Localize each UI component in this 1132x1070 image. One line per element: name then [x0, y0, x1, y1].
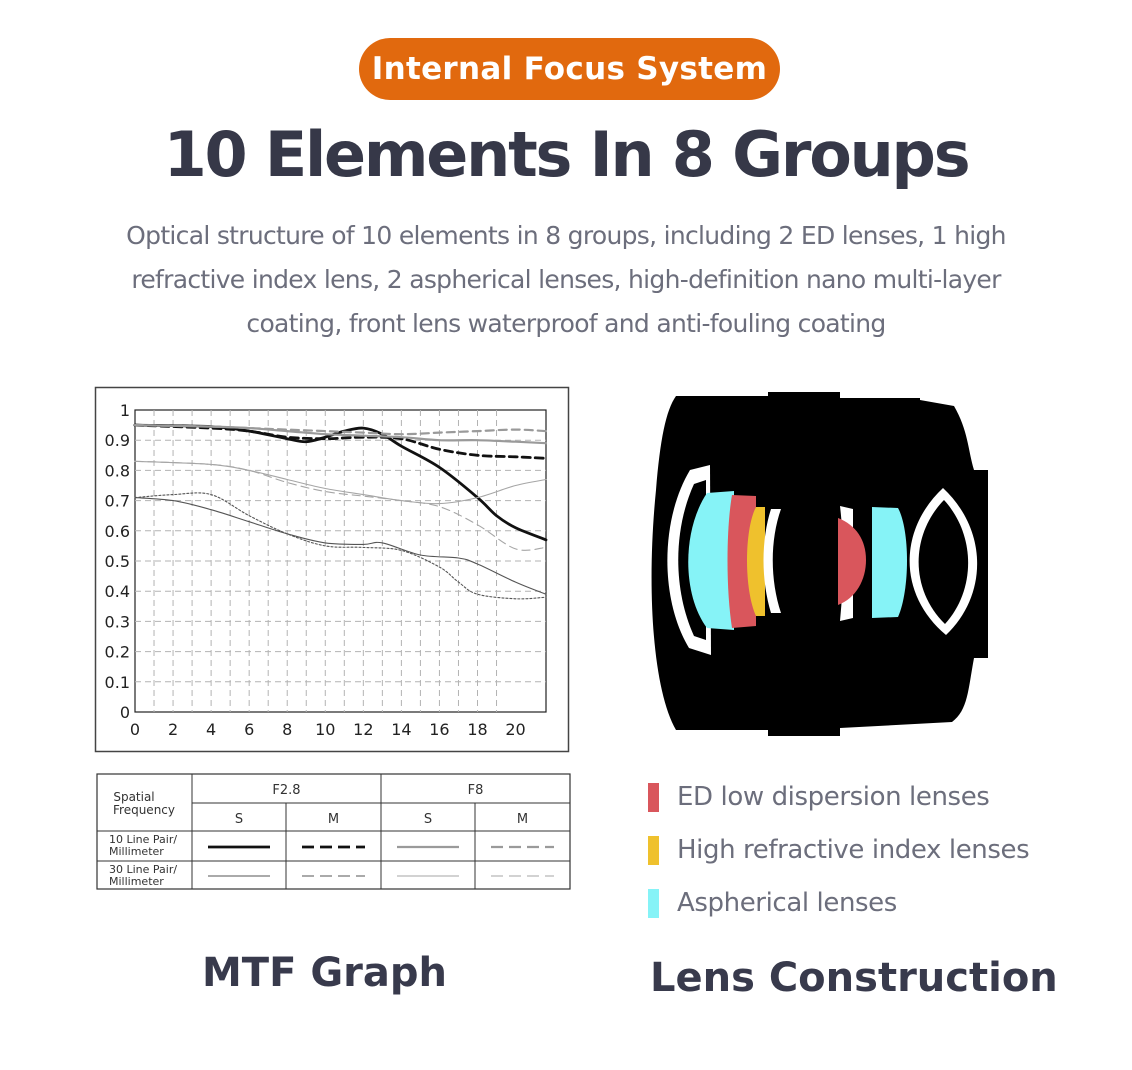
chart-frame: [94, 386, 570, 753]
y-tick-label: 0.5: [105, 552, 130, 571]
high-refractive-index-lens: [747, 507, 765, 616]
y-tick-label: 1: [120, 401, 130, 420]
y-tick-label: 0.2: [105, 643, 130, 662]
aperture-group-label: F2.8: [272, 783, 300, 798]
legend-swatch-high-refractive: [648, 835, 659, 865]
legend-swatch-aspherical: [648, 888, 659, 918]
x-tick-label: 14: [391, 720, 411, 739]
spatial-frequency-header: Frequency: [113, 803, 175, 817]
internal-focus-badge: Internal Focus System: [359, 38, 780, 100]
ed-lens-front: [727, 495, 756, 628]
series-line: [134, 497, 547, 595]
legend-item-high-refractive: High refractive index lenses: [648, 831, 1030, 869]
x-tick-label: 20: [505, 720, 525, 739]
series-line: [133, 423, 548, 460]
lens-legend: ED low dispersion lenses High refractive…: [648, 778, 1030, 937]
lens-construction-diagram: [651, 392, 988, 736]
y-tick-label: 0.8: [105, 461, 130, 480]
line-pair-row-label: 10 Line Pair/: [109, 833, 177, 846]
line-pair-row-label: Millimeter: [109, 875, 164, 888]
lens-caption: Lens Construction: [650, 955, 1058, 1001]
rear-group-thin-lens: [763, 509, 781, 613]
line-pair-row-label: 30 Line Pair/: [109, 863, 177, 876]
x-tick-label: 12: [353, 720, 373, 739]
series-line: [134, 460, 547, 505]
spatial-frequency-header: Spatial: [113, 790, 154, 804]
lens-barrel-silhouette: [651, 392, 988, 736]
legend-item-aspherical: Aspherical lenses: [648, 884, 1029, 922]
description: Optical structure of 10 elements in 8 gr…: [70, 214, 1062, 346]
series-line: [133, 424, 548, 445]
x-tick-label: 2: [168, 720, 178, 739]
line-pair-row-label: Millimeter: [109, 845, 164, 858]
legend-label-high-refractive: High refractive index lenses: [677, 835, 1030, 865]
description-line: Optical structure of 10 elements in 8 gr…: [126, 221, 1006, 250]
aspherical-lens-rear: [872, 507, 907, 618]
x-tick-label: 16: [429, 720, 449, 739]
series-line: [133, 424, 548, 436]
series-line: [134, 492, 547, 600]
description-line: coating, front lens waterproof and anti-…: [246, 309, 886, 338]
y-tick-label: 0.1: [105, 673, 130, 692]
mtf-caption: MTF Graph: [202, 950, 447, 996]
x-tick-label: 0: [130, 720, 140, 739]
aperture-group-label: F8: [468, 783, 484, 798]
x-tick-label: 18: [467, 720, 487, 739]
y-tick-label: 0.3: [105, 612, 130, 631]
ed-lens-rear: [838, 518, 866, 605]
rear-biconvex-lens-inner: [918, 500, 969, 624]
x-tick-label: 10: [315, 720, 335, 739]
y-tick-label: 0.7: [105, 492, 130, 511]
description-line: refractive index lens, 2 aspherical lens…: [131, 265, 1001, 294]
x-tick-label: 8: [282, 720, 292, 739]
y-tick-label: 0.9: [105, 431, 130, 450]
sagittal-meridional-label: S: [235, 812, 243, 827]
y-tick-label: 0.6: [105, 522, 130, 541]
sagittal-meridional-label: S: [424, 812, 432, 827]
x-tick-label: 4: [206, 720, 216, 739]
sagittal-meridional-label: M: [517, 812, 528, 827]
legend-label-ed: ED low dispersion lenses: [677, 782, 990, 812]
series-line: [134, 460, 547, 551]
aspherical-lens-front: [688, 491, 734, 630]
x-tick-label: 6: [244, 720, 254, 739]
y-tick-label: 0.4: [105, 582, 130, 601]
page-title: 10 Elements In 8 Groups: [163, 118, 971, 191]
legend-swatch-ed: [648, 782, 659, 812]
legend-label-aspherical: Aspherical lenses: [677, 888, 897, 918]
y-tick-label: 0: [120, 703, 130, 722]
sagittal-meridional-label: M: [328, 812, 339, 827]
legend-item-ed: ED low dispersion lenses: [648, 778, 1029, 816]
